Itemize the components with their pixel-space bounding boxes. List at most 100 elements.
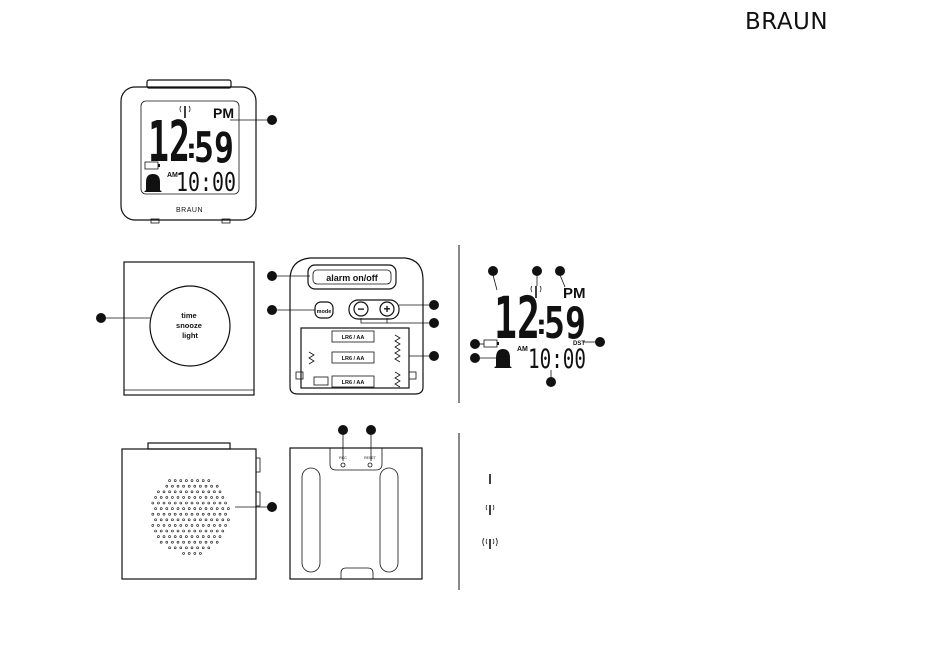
back-view: RCC RESET <box>290 425 422 579</box>
speaker-hole <box>211 485 213 487</box>
speaker-hole <box>202 480 204 482</box>
signal-strong-icon <box>483 538 498 549</box>
callout-dot <box>470 353 480 363</box>
speaker-hole <box>171 496 173 498</box>
speaker-hole <box>225 513 227 515</box>
speaker-hole <box>199 485 201 487</box>
speaker-hole <box>185 536 187 538</box>
speaker-hole <box>194 541 196 543</box>
speaker-hole <box>177 541 179 543</box>
speaker-hole <box>163 524 165 526</box>
battery-view: alarm on/off mode − + LR6 / AA LR6 / AA … <box>267 258 439 394</box>
speaker-hole <box>174 547 176 549</box>
speaker-hole <box>180 524 182 526</box>
speaker-hole <box>225 524 227 526</box>
speaker-hole <box>194 485 196 487</box>
speaker-hole <box>166 496 168 498</box>
speaker-hole <box>174 536 176 538</box>
top-view: time snooze light <box>96 262 254 395</box>
callout-dot <box>429 318 439 328</box>
speaker-hole <box>208 480 210 482</box>
speaker-hole <box>213 502 215 504</box>
speaker-hole <box>216 485 218 487</box>
detail-pm: PM <box>563 285 586 302</box>
speaker-hole <box>208 547 210 549</box>
speaker-hole <box>169 480 171 482</box>
speaker-hole <box>183 496 185 498</box>
callout-dot <box>267 115 277 125</box>
speaker-hole <box>222 530 224 532</box>
front-alarm-time: 10:00 <box>176 168 236 198</box>
speaker-grille <box>152 480 230 555</box>
speaker-hole <box>188 485 190 487</box>
speaker-hole <box>177 519 179 521</box>
speaker-hole <box>185 491 187 493</box>
speaker-hole <box>185 513 187 515</box>
speaker-hole <box>191 502 193 504</box>
speaker-hole <box>219 513 221 515</box>
signal-medium-icon <box>486 505 494 515</box>
speaker-hole <box>183 552 185 554</box>
speaker-hole <box>211 508 213 510</box>
front-minutes: 59 <box>194 123 234 172</box>
speaker-hole <box>183 541 185 543</box>
reset-button <box>368 463 372 467</box>
speaker-view <box>122 443 277 579</box>
speaker-hole <box>227 519 229 521</box>
speaker-hole <box>166 530 168 532</box>
speaker-hole <box>197 536 199 538</box>
speaker-hole <box>155 508 157 510</box>
speaker-hole <box>213 536 215 538</box>
speaker-hole <box>152 513 154 515</box>
svg-text:LR6 / AA: LR6 / AA <box>342 380 365 386</box>
front-pm: PM <box>213 105 234 121</box>
speaker-hole <box>197 491 199 493</box>
speaker-hole <box>202 513 204 515</box>
speaker-hole <box>152 502 154 504</box>
speaker-hole <box>174 524 176 526</box>
speaker-hole <box>202 524 204 526</box>
speaker-hole <box>174 513 176 515</box>
speaker-hole <box>225 502 227 504</box>
speaker-hole <box>194 552 196 554</box>
front-brand: BRAUN <box>176 207 203 214</box>
speaker-hole <box>169 524 171 526</box>
speaker-hole <box>185 480 187 482</box>
speaker-hole <box>194 519 196 521</box>
speaker-hole <box>219 524 221 526</box>
speaker-hole <box>205 496 207 498</box>
speaker-hole <box>202 502 204 504</box>
speaker-hole <box>227 508 229 510</box>
speaker-hole <box>216 519 218 521</box>
speaker-hole <box>180 536 182 538</box>
speaker-hole <box>166 519 168 521</box>
speaker-hole <box>171 519 173 521</box>
battery-icon <box>484 340 499 347</box>
callout-dot <box>429 300 439 310</box>
speaker-hole <box>197 524 199 526</box>
speaker-hole <box>199 519 201 521</box>
speaker-hole <box>202 491 204 493</box>
speaker-hole <box>180 491 182 493</box>
speaker-hole <box>174 502 176 504</box>
speaker-hole <box>174 480 176 482</box>
speaker-hole <box>163 536 165 538</box>
speaker-hole <box>157 513 159 515</box>
speaker-hole <box>169 547 171 549</box>
rcc-button <box>341 463 345 467</box>
callout-dot <box>267 502 277 512</box>
callout-dot <box>532 266 542 276</box>
speaker-hole <box>211 541 213 543</box>
speaker-hole <box>171 508 173 510</box>
speaker-hole <box>188 519 190 521</box>
callout-dot <box>429 351 439 361</box>
speaker-hole <box>199 541 201 543</box>
speaker-hole <box>213 513 215 515</box>
speaker-hole <box>171 485 173 487</box>
speaker-hole <box>191 480 193 482</box>
signal-legend <box>483 474 498 549</box>
speaker-hole <box>174 491 176 493</box>
svg-text:LR6 / AA: LR6 / AA <box>342 356 365 362</box>
speaker-hole <box>155 530 157 532</box>
speaker-hole <box>191 524 193 526</box>
